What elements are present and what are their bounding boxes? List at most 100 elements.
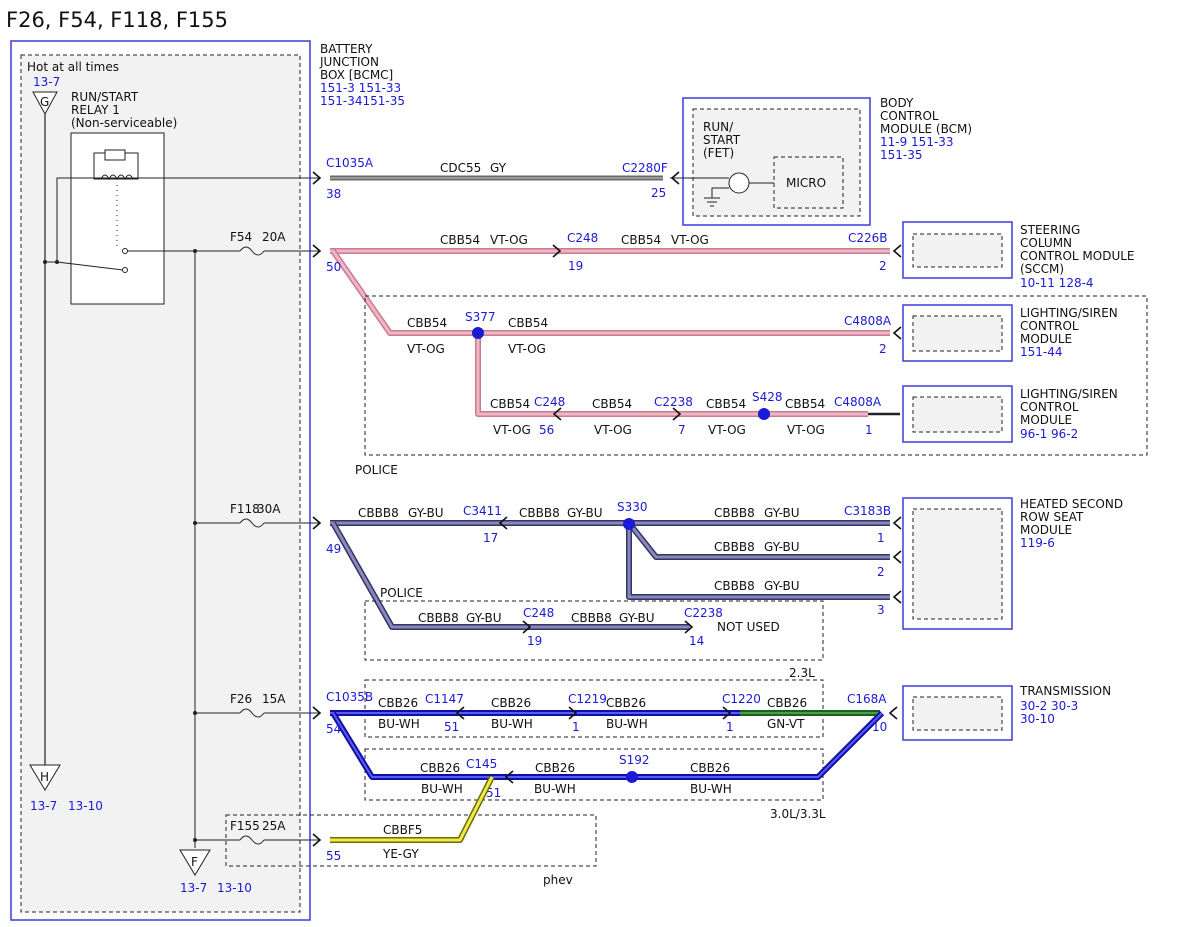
heated-ref: 119-6: [1020, 536, 1055, 550]
wire-label-gy: GY: [490, 161, 507, 175]
ground-h-ref-2: 13-10: [68, 799, 103, 813]
splice-s192: S192: [619, 753, 650, 767]
wire-label-cbbb8-e: CBBB8: [714, 579, 755, 593]
fuse-f26-rating: 15A: [262, 692, 286, 706]
bcm-fet-icon: [728, 172, 750, 194]
wire-label-buwh-g: BU-WH: [690, 782, 732, 796]
wire-cbb54-lsc2-core: [476, 333, 868, 416]
ground-junction-dot: [43, 260, 47, 264]
pin-c226b: 2: [879, 259, 887, 273]
sccm-label-3: CONTROL MODULE: [1020, 249, 1135, 263]
wire-label-cbbb8-f: CBBB8: [418, 611, 459, 625]
wire-cbb54-lsc1-core: [331, 250, 890, 335]
connector-c2238b: C2238: [684, 606, 723, 620]
wire-label-cdc55: CDC55: [440, 161, 481, 175]
relay-switch-arm: [56, 261, 124, 271]
connector-c3411: C3411: [463, 504, 502, 518]
splice-s377: S377: [465, 310, 496, 324]
transmission-module-box: [902, 685, 1013, 741]
relay-label-1: RUN/START: [71, 90, 139, 104]
lsc2-label-3: MODULE: [1020, 413, 1072, 427]
transmission-label: TRANSMISSION: [1019, 684, 1111, 698]
connector-c168a: C168A: [847, 692, 887, 706]
pin-c4808a-2: 1: [865, 423, 873, 437]
wire-label-vtog-e: VT-OG: [493, 423, 531, 437]
lsc2-ref: 96-1 96-2: [1020, 427, 1078, 441]
bcm-runstart-2: START: [703, 133, 741, 147]
ground-f-letter: F: [191, 855, 198, 869]
wire-cbbb8-pin3-core: [627, 523, 890, 599]
wire-label-vtog-a: VT-OG: [490, 233, 528, 247]
ground-f-ref-1: 13-7: [180, 881, 207, 895]
pin-c3183b-3: 3: [877, 603, 885, 617]
relay-label-3: (Non-serviceable): [71, 116, 177, 130]
connector-chevron-icon: [892, 550, 902, 564]
lsc1-module-box: [902, 304, 1013, 362]
relay-coil-icon: [100, 174, 134, 181]
lsc2-inner-box: [912, 396, 1003, 433]
wire-label-cbbb8-c: CBBB8: [714, 506, 755, 520]
wire-cbb26-30l-core: [332, 712, 883, 778]
connector-chevron-icon: [312, 833, 322, 847]
wire-label-cbb54-g: CBB54: [706, 397, 746, 411]
connector-c248a: C248: [567, 231, 598, 245]
pin-f155: 55: [326, 849, 341, 863]
bjb-label-1: BATTERY: [320, 42, 373, 56]
connector-chevron-icon: [670, 171, 680, 185]
lsc1-ref: 151-44: [1020, 345, 1063, 359]
fuse-f118-name: F118: [230, 502, 260, 516]
heated-label-1: HEATED SECOND: [1020, 497, 1123, 511]
bjb-label-2: JUNCTION: [319, 55, 379, 69]
wire-label-cbb54-f: CBB54: [592, 397, 632, 411]
wire-label-gybu-g: GY-BU: [619, 611, 655, 625]
wire-label-cbbf5: CBBF5: [383, 823, 422, 837]
wire-label-cbb26-d: CBB26: [767, 696, 807, 710]
connector-chevron-icon: [498, 516, 508, 530]
pin-f54: 50: [326, 260, 341, 274]
heated-label-2: ROW SEAT: [1020, 510, 1084, 524]
splice-s192-dot: [626, 771, 638, 783]
connector-chevron-icon: [892, 590, 902, 604]
sccm-label-1: STEERING: [1020, 223, 1080, 237]
pin-c2238a: 7: [678, 423, 686, 437]
sccm-inner-box: [912, 233, 1003, 268]
pin-c3183b-1: 1: [877, 531, 885, 545]
lsc1-label-3: MODULE: [1020, 332, 1072, 346]
splice-s428-dot: [758, 408, 770, 420]
connector-chevron-icon: [312, 706, 322, 720]
ground-h-letter: H: [40, 770, 49, 784]
pin-c1147: 51: [444, 720, 459, 734]
wire-label-buwh-b: BU-WH: [491, 717, 533, 731]
connector-c1219: C1219: [568, 692, 607, 706]
police-region-2: [364, 600, 824, 661]
connector-chevron-icon: [684, 620, 694, 634]
bcm-ref-2: 151-35: [880, 148, 923, 162]
relay-resistor-icon: [104, 149, 126, 161]
pin-c4808a-1: 2: [879, 342, 887, 356]
lsc1-label-2: CONTROL: [1020, 319, 1079, 333]
connector-c2238a: C2238: [654, 395, 693, 409]
ground-f-ref-2: 13-10: [217, 881, 252, 895]
fuse-f118-icon: [239, 518, 265, 528]
splice-s330-dot: [623, 518, 635, 530]
wire-label-cbb54-d: CBB54: [508, 316, 548, 330]
transmission-ref-1: 30-2 30-3: [1020, 699, 1078, 713]
region-2-3l: [364, 679, 824, 738]
not-used-label: NOT USED: [717, 620, 780, 634]
wire-label-gybu-f: GY-BU: [466, 611, 502, 625]
bjb-ref-2: 151-34151-35: [320, 94, 405, 108]
wire-label-cbbb8-b: CBBB8: [519, 506, 560, 520]
ground-g-letter: G: [40, 95, 49, 109]
relay-contact-no: [122, 248, 128, 254]
bjb-label-3: BOX [BCMC]: [320, 68, 393, 82]
connector-c248b: C248: [534, 395, 565, 409]
wire-label-cbb54-e: CBB54: [490, 397, 530, 411]
relay-junction-dot: [55, 260, 59, 264]
heated-seat-module-box: [902, 497, 1013, 630]
fuse-f26-icon: [239, 708, 265, 718]
connector-c1220: C1220: [722, 692, 761, 706]
pin-c145: 51: [486, 786, 501, 800]
pin-c3411: 17: [483, 531, 498, 545]
lsc2-module-box: [902, 385, 1013, 443]
